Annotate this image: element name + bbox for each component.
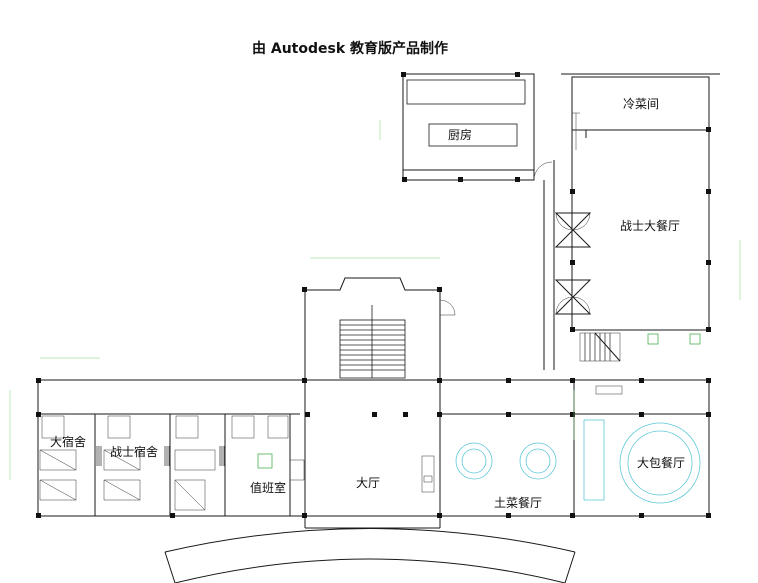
room-label-soldier-dorm: 战士宿舍	[110, 444, 158, 459]
radiators	[94, 446, 225, 466]
dimension-lines	[9, 120, 741, 480]
room-label-soldier-hall: 战士大餐厅	[620, 218, 680, 233]
beds	[39, 449, 216, 511]
room-label-lobby: 大厅	[356, 476, 380, 490]
room-label-local-dining: 土菜餐厅	[494, 495, 542, 510]
structural-columns	[36, 72, 711, 518]
room-label-private-dining: 大包餐厅	[637, 455, 685, 470]
private-dining-tables	[583, 385, 701, 504]
central-stair-hall	[304, 277, 456, 381]
dorm-bathrooms	[41, 415, 305, 481]
east-wing	[543, 73, 720, 370]
room-label-big-dorm: 大宿舍	[50, 434, 86, 449]
entrance-plaza	[164, 528, 576, 583]
room-label-duty-room: 值班室	[250, 480, 286, 495]
watermark-text: 由 Autodesk 教育版产品制作	[252, 40, 448, 57]
hall-doors	[554, 212, 592, 315]
room-label-cold-dish: 冷菜间	[623, 97, 659, 111]
lobby-furniture	[421, 455, 435, 493]
room-label-kitchen: 厨房	[448, 127, 472, 142]
local-dining-tables	[455, 442, 557, 480]
east-stair	[579, 332, 701, 362]
kitchen-block	[402, 73, 553, 181]
